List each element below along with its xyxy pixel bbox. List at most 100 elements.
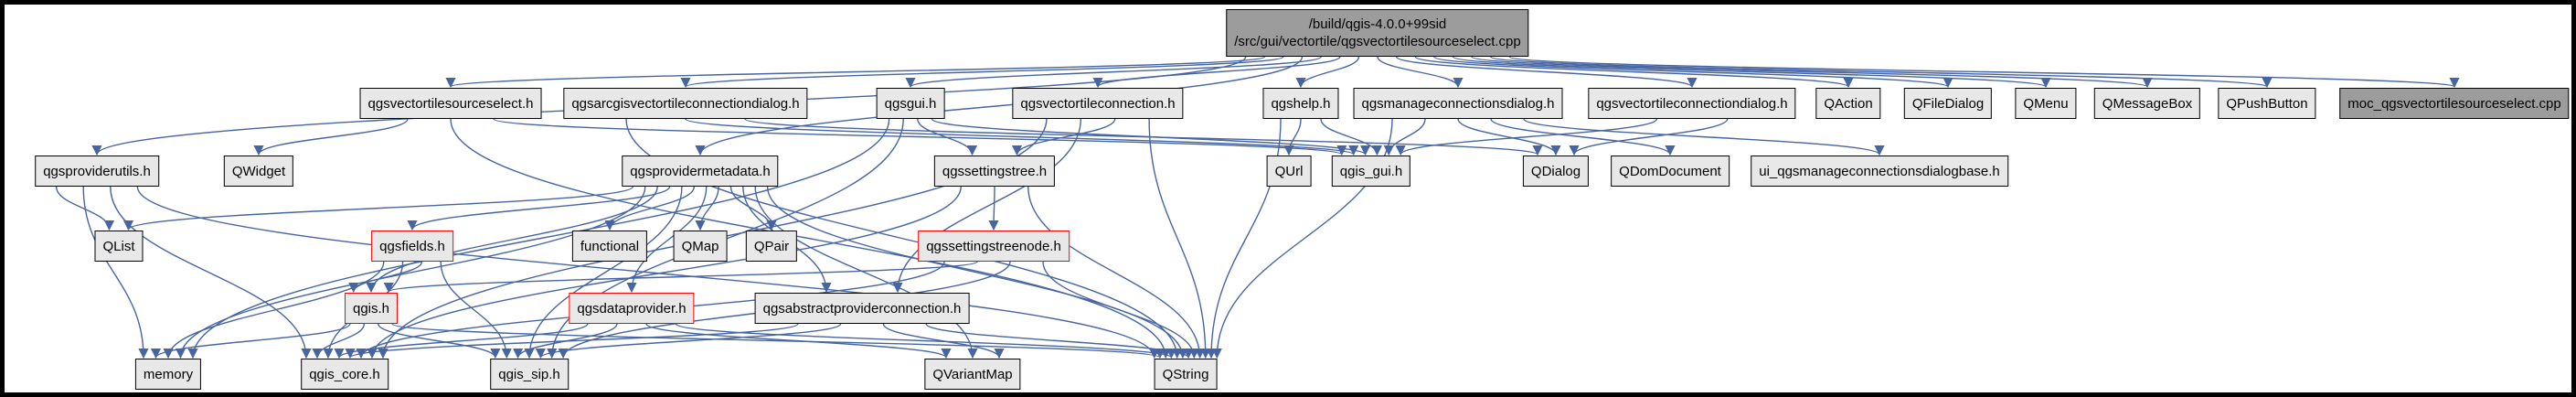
node-qgssettingstree-h[interactable]: qgssettingstree.h: [933, 156, 1056, 187]
node-label: qgsprovidermetadata.h: [630, 163, 771, 179]
edge-qgsmanageconnectionsdialog-h-to-ui-qgsmanageconnectionsdialogbase-h: [1523, 118, 1885, 156]
node-label: memory: [143, 366, 194, 382]
edge-qgsprovidermetadata-h-to-qmap: [695, 186, 719, 231]
edge-qgsabstractproviderconnection-h-to-qgis-core-h: [345, 323, 799, 359]
node-memory[interactable]: memory: [134, 359, 202, 390]
node-label: qgsfields.h: [379, 238, 445, 254]
edge-qgsprovidermetadata-h-to-qpair: [729, 186, 777, 231]
edge-qgis-h-to-qgis-sip-h: [378, 323, 501, 359]
node-qpushbutton[interactable]: QPushButton: [2218, 88, 2316, 119]
node-qgsvectortileconnection-h[interactable]: qgsvectortileconnection.h: [1012, 88, 1184, 119]
edge-qgsgui-h-to-qgssettingstree-h: [917, 118, 978, 156]
edge-qgsmanageconnectionsdialog-h-to-qdomdocument: [1490, 118, 1676, 156]
node-label: QMenu: [2023, 95, 2069, 112]
node-label: QFileDialog: [1911, 95, 1985, 112]
edge-root-to-qgsvectortileconnectiondialog-h: [1395, 56, 1698, 89]
node-label: /build/qgis-4.0.0+99sid: [1308, 16, 1447, 32]
node-qaction[interactable]: QAction: [1815, 88, 1881, 119]
edge-qgsmanageconnectionsdialog-h-to-qgis-gui-h: [1383, 118, 1426, 156]
node-qstring[interactable]: QString: [1154, 359, 1218, 390]
edge-root-to-qpushbutton: [1490, 56, 2273, 89]
edge-qgsprovidermetadata-h-to-qgsdataprovider-h: [626, 186, 708, 294]
node-qgssettingstreenode-h[interactable]: qgssettingstreenode.h: [918, 231, 1070, 262]
node-label: QPair: [753, 238, 790, 254]
edge-qgssettingstreenode-h-to-qstring: [1042, 261, 1199, 359]
edge-root-to-qgshelp-h: [1295, 56, 1360, 89]
node-label: functional: [580, 238, 640, 254]
edge-qgsabstractproviderconnection-h-to-qvariantmap: [882, 323, 1005, 359]
node-label: QMap: [681, 238, 719, 254]
node-label: qgis_core.h: [309, 366, 380, 382]
node-qgsabstractproviderconnection-h[interactable]: qgsabstractproviderconnection.h: [754, 293, 970, 324]
node-label: qgis_sip.h: [498, 366, 560, 382]
node-qgsgui-h[interactable]: qgsgui.h: [876, 88, 945, 119]
node-qurl[interactable]: QUrl: [1266, 156, 1312, 187]
node-label: QString: [1162, 366, 1209, 382]
node-label: QUrl: [1274, 163, 1304, 179]
edge-qgsprovidermetadata-h-to-qvariantmap: [754, 186, 978, 359]
edge-qgshelp-h-to-qurl: [1283, 118, 1302, 156]
node-root: /build/qgis-4.0.0+99sid/src/gui/vectorti…: [1226, 9, 1529, 57]
node-qgsdataprovider-h[interactable]: qgsdataprovider.h: [569, 293, 695, 324]
edge-qgsmanageconnectionsdialog-h-to-qdialog: [1457, 118, 1561, 156]
node-label: qgsproviderutils.h: [43, 163, 151, 179]
node-ui-qgsmanageconnectionsdialogbase-h[interactable]: ui_qgsmanageconnectionsdialogbase.h: [1751, 156, 2008, 187]
edge-qgsprovidermetadata-h-to-qstring: [766, 186, 1188, 359]
edge-root-to-qgsvectortilesourceselect-h: [446, 56, 1265, 89]
node-label: QVariantMap: [932, 366, 1013, 382]
edge-qgsprovidermetadata-h-to-qgis-h: [366, 186, 658, 294]
node-qpair[interactable]: QPair: [745, 231, 798, 262]
node-qgis-sip-h[interactable]: qgis_sip.h: [490, 359, 569, 390]
node-label: qgsarcgisvectortileconnectiondialog.h: [571, 95, 800, 112]
node-qgsvectortilesourceselect-h[interactable]: qgsvectortilesourceselect.h: [359, 88, 542, 119]
node-qlist[interactable]: QList: [94, 231, 144, 262]
node-functional[interactable]: functional: [571, 231, 648, 262]
node-qgsprovidermetadata-h[interactable]: qgsprovidermetadata.h: [622, 156, 779, 187]
edge-qgsvectortilesourceselect-h-to-qwidget: [253, 118, 409, 156]
node-label: qgsvectortileconnectiondialog.h: [1596, 95, 1788, 112]
node-label: qgis.h: [352, 300, 390, 317]
node-qgis-core-h[interactable]: qgis_core.h: [301, 359, 389, 390]
node-label: qgsgui.h: [884, 95, 937, 112]
node-qgsarcgisvectortileconnectiondialog-h[interactable]: qgsarcgisvectortileconnectiondialog.h: [563, 88, 808, 119]
node-label: QAction: [1824, 95, 1873, 112]
graph-canvas: [5, 5, 2571, 392]
node-qgsproviderutils-h[interactable]: qgsproviderutils.h: [35, 156, 159, 187]
node-label: QWidget: [231, 163, 286, 179]
edge-qgis-h-to-qgis-core-h: [312, 323, 365, 359]
edge-qgsprovidermetadata-h-to-qgsfields-h: [407, 186, 671, 231]
edge-qgsvectortileconnection-h-to-qstring: [1148, 118, 1211, 359]
edge-root-to-qaction: [1414, 56, 1854, 89]
node-qgsfields-h[interactable]: qgsfields.h: [371, 231, 453, 262]
node-qgsvectortileconnectiondialog-h[interactable]: qgsvectortileconnectiondialog.h: [1588, 88, 1796, 119]
node-label: ui_qgsmanageconnectionsdialogbase.h: [1759, 163, 2000, 179]
node-qdomdocument[interactable]: QDomDocument: [1611, 156, 1730, 187]
node-qvariantmap[interactable]: QVariantMap: [924, 359, 1021, 390]
node-qwidget[interactable]: QWidget: [223, 156, 294, 187]
node-label: qgis_gui.h: [1339, 163, 1403, 179]
node-label: QPushButton: [2226, 95, 2308, 112]
node-qgis-gui-h[interactable]: qgis_gui.h: [1331, 156, 1411, 187]
edge-qgssettingstree-h-to-qgis-core-h: [367, 186, 962, 359]
edge-root-to-qgsarcgisvectortileconnectiondialog-h: [680, 56, 1284, 89]
edge-root-to-qmenu: [1452, 56, 2051, 89]
node-qmenu[interactable]: QMenu: [2015, 88, 2077, 119]
node-qmap[interactable]: QMap: [673, 231, 728, 262]
edge-qgsgui-h-to-qgis-gui-h: [931, 118, 1370, 156]
node-qmessagebox[interactable]: QMessageBox: [2093, 88, 2201, 119]
node-qfiledialog[interactable]: QFileDialog: [1903, 88, 1993, 119]
node-label: qgssettingstreenode.h: [926, 238, 1061, 254]
node-moc-qgsvectortilesourceselect-cpp: moc_qgsvectortilesourceselect.cpp: [2339, 88, 2570, 119]
edge-qgsproviderutils-h-to-qgis-core-h: [110, 186, 312, 359]
node-label: /src/gui/vectortile/qgsvectortilesources…: [1234, 34, 1521, 49]
node-label: QDomDocument: [1619, 163, 1721, 179]
edge-qgsfields-h-to-memory: [163, 261, 385, 359]
edge-root-to-qgsmanageconnectionsdialog-h: [1377, 56, 1464, 89]
node-qgsmanageconnectionsdialog-h[interactable]: qgsmanageconnectionsdialog.h: [1353, 88, 1563, 119]
node-qdialog[interactable]: QDialog: [1522, 156, 1590, 187]
node-qgis-h[interactable]: qgis.h: [344, 293, 399, 324]
node-qgshelp-h[interactable]: qgshelp.h: [1262, 88, 1339, 119]
node-label: qgsvectortilesourceselect.h: [367, 95, 534, 112]
edge-root-to-qmessagebox: [1471, 56, 2153, 89]
